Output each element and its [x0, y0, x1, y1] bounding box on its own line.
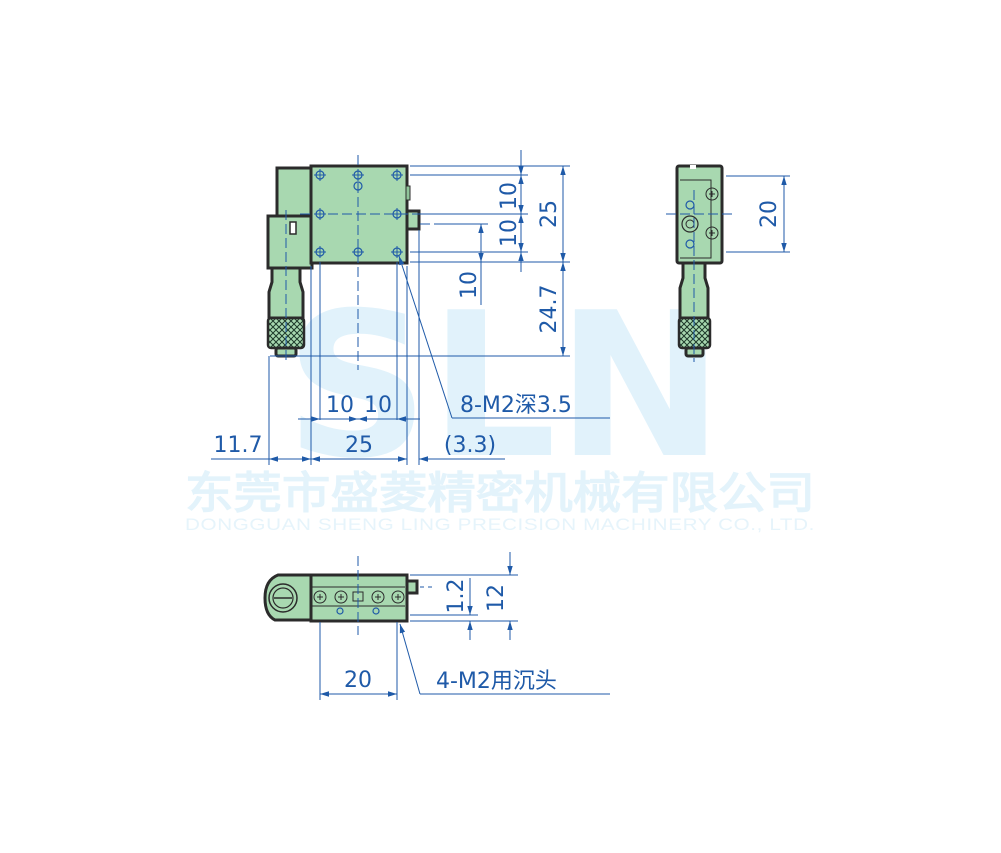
dim-v-24-7: 24.7: [537, 285, 562, 334]
dim-h-10b: 10: [364, 393, 392, 418]
dim-front-v-12: 12: [484, 584, 509, 612]
dim-v-25: 25: [537, 200, 562, 228]
front-stage-body: [309, 573, 409, 623]
dim-h-3-3: (3.3): [444, 433, 496, 458]
dim-front-h-20: 20: [344, 668, 372, 693]
dim-v-10c: 10: [457, 271, 482, 299]
micrometer-housing: [275, 166, 314, 218]
front-view: 1.2 12 20 4-M2用沉头: [263, 552, 610, 700]
dim-h-25: 25: [345, 433, 373, 458]
watermark-logo: SLN: [285, 270, 724, 503]
dim-h-10a: 10: [326, 393, 354, 418]
dim-v-10a: 10: [497, 182, 522, 210]
side-view: 20: [666, 164, 790, 362]
dim-v-10b: 10: [497, 219, 522, 247]
stage-side-knob: [405, 209, 421, 231]
top-view: 10 10 10 25 24.7 10 10 11.7 25 (3.3) 8-M…: [211, 150, 610, 465]
dim-h-11-7: 11.7: [214, 433, 263, 458]
callout-8-m2-depth: 8-M2深3.5: [460, 393, 572, 418]
callout-4-m2-countersink: 4-M2用沉头: [436, 669, 557, 694]
dim-front-v-1-2: 1.2: [444, 579, 469, 614]
dim-side-v-20: 20: [757, 200, 782, 228]
watermark: SLN 东莞市盛菱精密机械有限公司 DONGGUAN SHENG LING PR…: [185, 270, 815, 534]
watermark-company-cn: 东莞市盛菱精密机械有限公司: [185, 468, 815, 519]
watermark-company-en: DONGGUAN SHENG LING PRECISION MACHINERY …: [185, 515, 815, 534]
